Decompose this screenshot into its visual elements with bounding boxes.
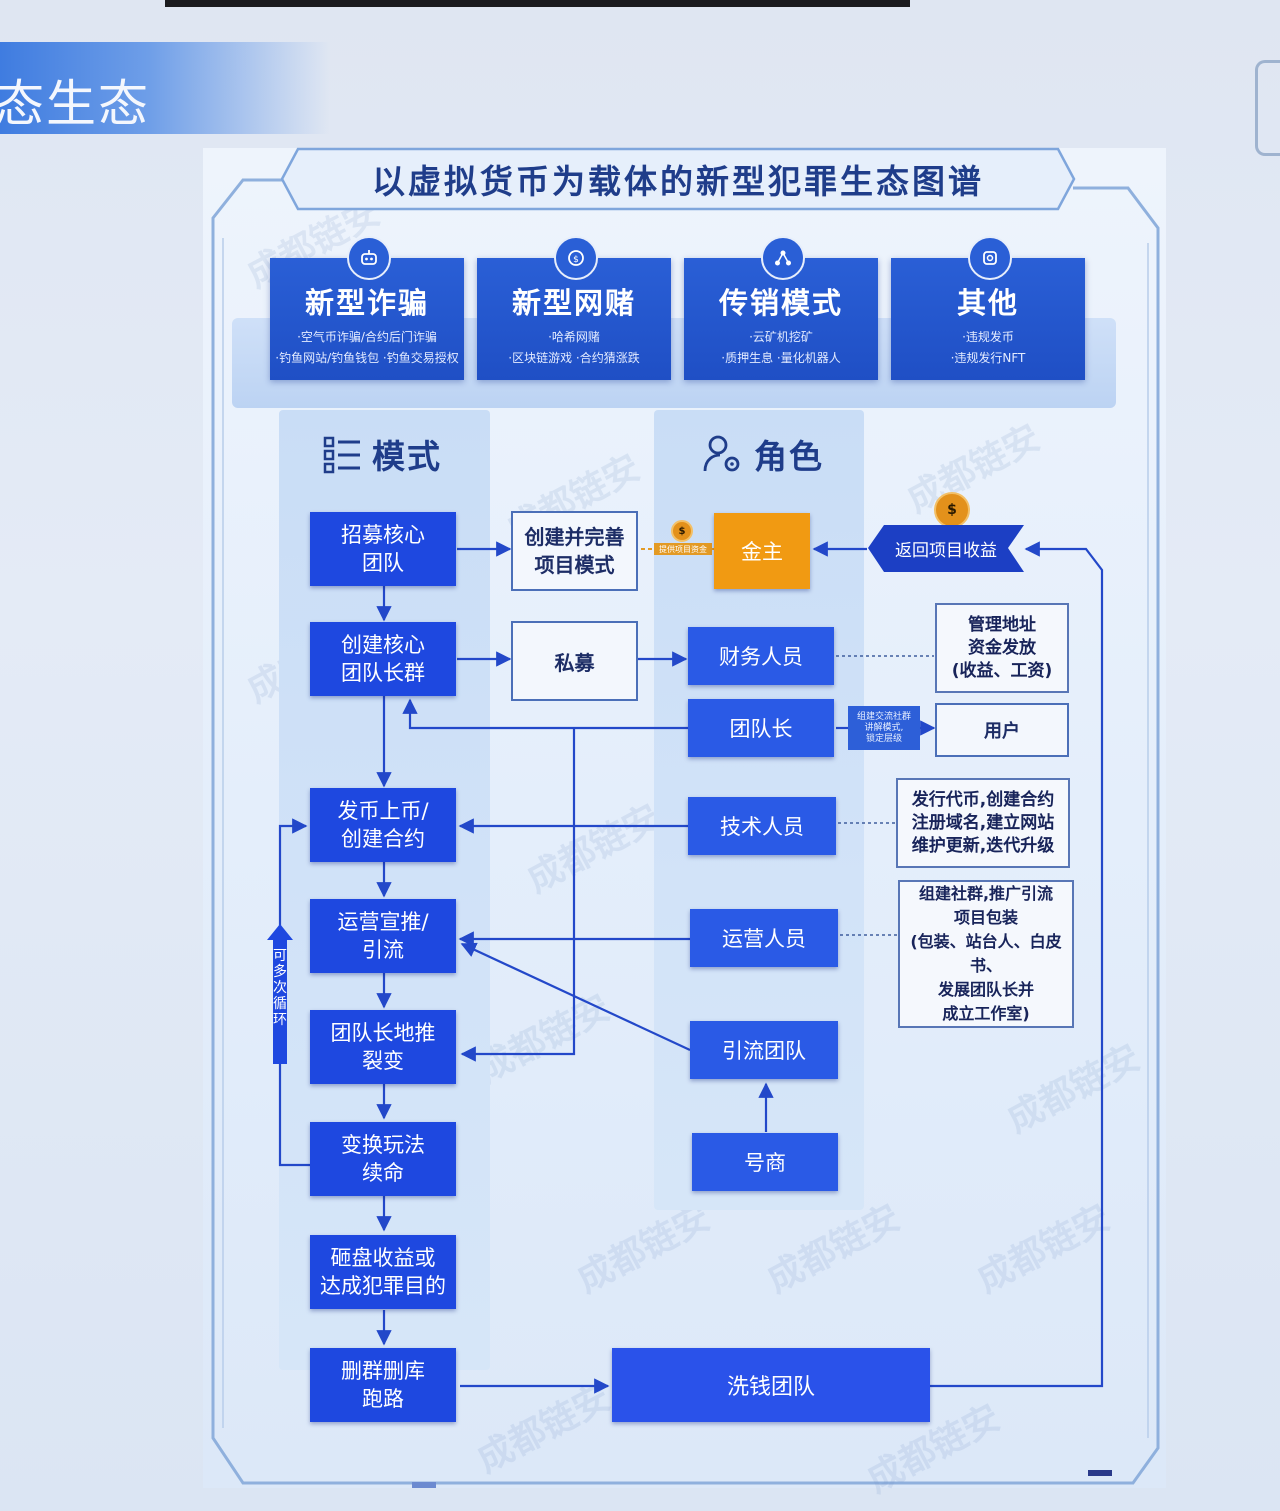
poster-frame (211, 178, 1160, 1485)
category-detail: ·违规发行NFT (950, 351, 1026, 365)
coin-refresh-icon: $ (554, 236, 598, 280)
money-bag-icon: $ (671, 520, 693, 542)
page-indicator (1088, 1470, 1112, 1476)
users-box: 用户 (935, 703, 1069, 757)
category-title: 新型网赌 (511, 286, 636, 320)
role-team-leader: 团队长 (688, 699, 834, 757)
role-traffic-team: 引流团队 (690, 1021, 838, 1079)
slide-title-banner (0, 42, 330, 134)
role-column-title: 角色 (754, 437, 824, 476)
project-model-box: 创建并完善 项目模式 (511, 511, 638, 591)
category-detail: ·质押生息 ·量化机器人 (721, 351, 841, 365)
category-card-other: 其他 ·违规发币 ·违规发行NFT (891, 236, 1085, 380)
category-detail: ·钓鱼网站/钓鱼钱包 ·钓鱼交易授权 (275, 351, 459, 365)
role-account-dealer: 号商 (692, 1133, 838, 1191)
list-icon (323, 436, 360, 474)
step-ground-fission: 团队长地推 裂变 (310, 1010, 456, 1084)
category-detail: ·违规发币 (962, 330, 1014, 344)
return-tag-shape (868, 525, 1024, 572)
category-title: 新型诈骗 (304, 286, 429, 320)
step-create-leader-group: 创建核心 团队长群 (310, 622, 456, 696)
operations-note: 组建社群,推广引流 项目包装 (包装、站台人、白皮书、 发展团队长并 成立工作室… (898, 880, 1074, 1028)
mode-column-title: 模式 (372, 437, 442, 476)
tech-note: 发行代币,创建合约 注册域名,建立网站 维护更新,迭代升级 (896, 778, 1070, 868)
step-issue-token: 发币上币/ 创建合约 (310, 788, 456, 862)
category-detail: ·云矿机挖矿 (749, 330, 813, 344)
role-column-header: 角色 (702, 430, 824, 478)
token-icon (968, 236, 1012, 280)
category-title: 传销模式 (718, 286, 843, 320)
boss-provides-tag: 提供项目资金 (654, 543, 712, 555)
team-leader-action-tag: 组建交流社群 讲解模式, 锁定层级 (848, 706, 920, 750)
loop-arrow (267, 924, 293, 1064)
loop-label: 可多次循环 (273, 948, 287, 1028)
step-recruit-core-team: 招募核心 团队 (310, 512, 456, 586)
role-operations: 运营人员 (690, 909, 838, 967)
money-bag-icon: $ (934, 492, 970, 528)
step-operations-promotion: 运营宣推/ 引流 (310, 899, 456, 973)
category-card-gambling: $ 新型网赌 ·哈希网赌 ·区块链游戏 ·合约猜涨跌 (477, 236, 671, 380)
role-laundering-team: 洗钱团队 (612, 1348, 930, 1422)
step-delete-and-flee: 删群删库 跑路 (310, 1348, 456, 1422)
page-indicator (412, 1482, 436, 1488)
return-profit-tag: 返回项目收益 (868, 525, 1024, 572)
return-profit-label: 返回项目收益 (895, 541, 997, 561)
role-boss: 金主 (714, 513, 810, 589)
top-edge-bar (165, 0, 910, 7)
poster-title-container: 以虚拟货币为载体的新型犯罪生态图谱 (283, 150, 1073, 208)
network-icon (761, 236, 805, 280)
step-dump-profit: 砸盘收益或 达成犯罪目的 (310, 1235, 456, 1309)
category-detail: ·空气币诈骗/合约后门诈骗 (297, 330, 437, 344)
category-card-pyramid: 传销模式 ·云矿机挖矿 ·质押生息 ·量化机器人 (684, 236, 878, 380)
robot-icon (347, 236, 391, 280)
slide-title: 态生态 (0, 75, 150, 133)
role-tech: 技术人员 (688, 797, 836, 855)
role-finance: 财务人员 (688, 627, 834, 685)
title-frame (280, 147, 1076, 211)
poster-title: 以虚拟货币为载体的新型犯罪生态图谱 (372, 162, 984, 201)
category-detail: ·哈希网赌 (548, 330, 600, 344)
finance-note: 管理地址 资金发放 (收益、工资) (935, 603, 1069, 693)
private-raise-box: 私募 (511, 621, 638, 701)
category-detail: ·区块链游戏 ·合约猜涨跌 (508, 351, 640, 365)
step-change-play: 变换玩法 续命 (310, 1122, 456, 1196)
svg-text:$: $ (573, 255, 579, 265)
right-edge-decoration (1255, 60, 1280, 156)
category-card-fraud: 新型诈骗 ·空气币诈骗/合约后门诈骗 ·钓鱼网站/钓鱼钱包 ·钓鱼交易授权 (270, 236, 464, 380)
user-gear-icon (703, 435, 740, 472)
mode-column-header: 模式 (322, 430, 442, 478)
category-title: 其他 (956, 286, 1019, 320)
